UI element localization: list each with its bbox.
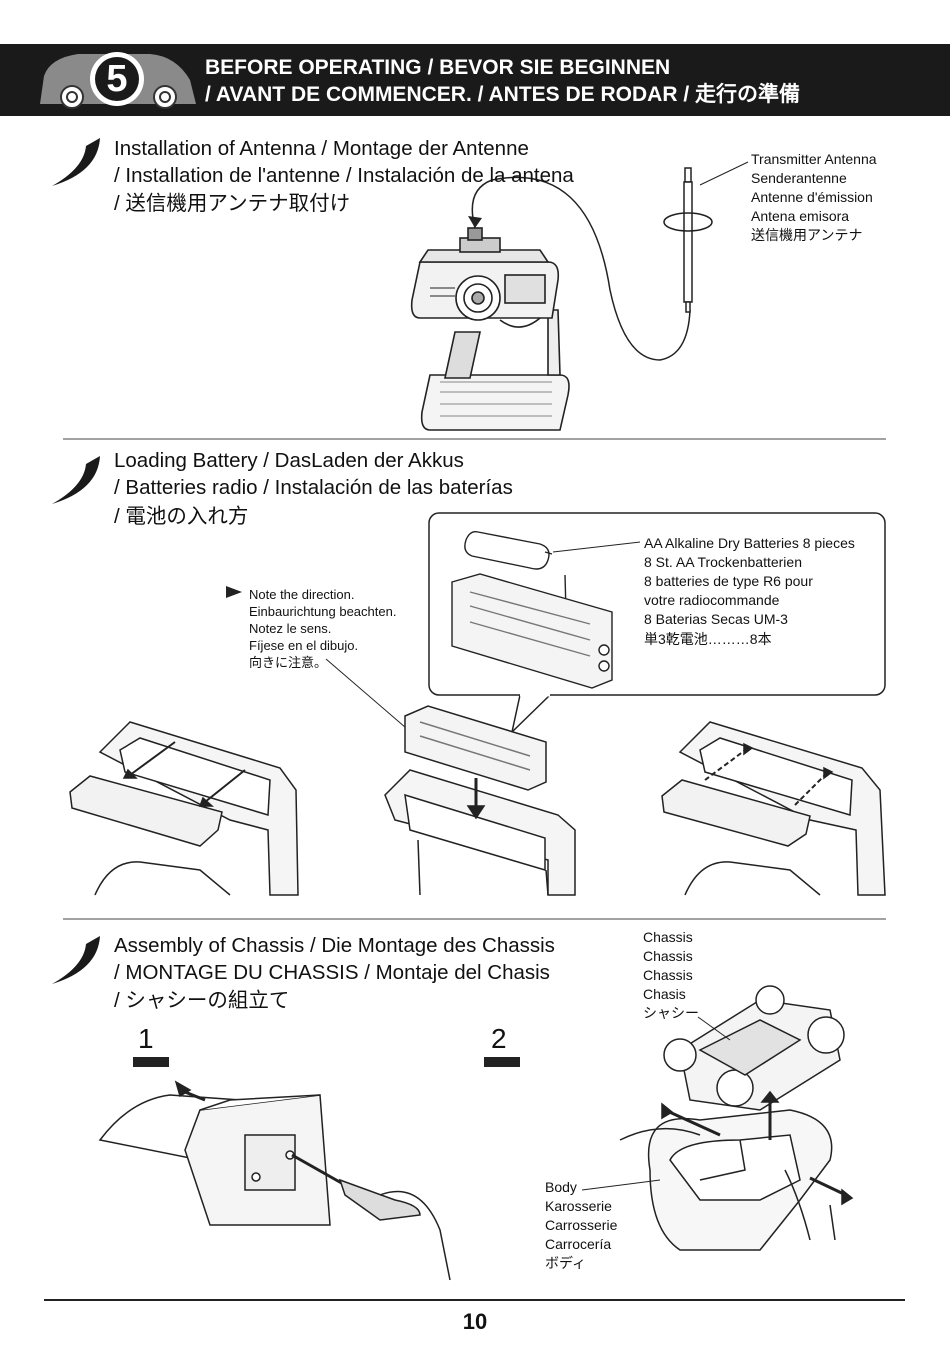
chassis-title-line-3: / シャシーの組立て [114, 989, 290, 1012]
body-label-line-2: Karosserie [545, 1198, 612, 1214]
battery-step-views [69, 705, 886, 896]
battery-note-line-2: Einbaurichtung beachten. [249, 604, 397, 619]
page-number: 10 [462, 1309, 488, 1334]
header-title-line-1: BEFORE OPERATING / BEVOR SIE BEGINNEN [205, 56, 671, 79]
body-label-line-5: ボディ [545, 1255, 587, 1271]
antenna-label-line-2: Senderantenne [751, 170, 847, 186]
antenna-label-line-3: Antenne d'émission [751, 189, 873, 205]
chassis-label-line-3: Chassis [643, 967, 693, 983]
battery-callout-line-3: 8 batteries de type R6 pour [644, 573, 813, 589]
transmitter-illustration [410, 227, 570, 431]
antenna-title-line-2: / Installation de l'antenne / Instalació… [114, 164, 574, 187]
antenna-title-line-3: / 送信機用アンテナ取付け [114, 192, 351, 215]
chassis-title-line-1: Assembly of Chassis / Die Montage des Ch… [114, 934, 555, 957]
battery-callout-line-1: AA Alkaline Dry Batteries 8 pieces [644, 535, 855, 551]
antenna-label-line-1: Transmitter Antenna [751, 151, 877, 167]
antenna-rod [663, 167, 713, 313]
battery-callout-line-6: 単3乾電池………8本 [644, 631, 772, 647]
antenna-label-line-5: 送信機用アンテナ [751, 227, 863, 243]
body-label-line-1: Body [545, 1179, 577, 1195]
note-pointer-icon [226, 586, 242, 598]
section-marker-icon [52, 936, 100, 984]
chassis-step2-illustration [619, 985, 854, 1251]
battery-callout-line-5: 8 Baterias Secas UM-3 [644, 611, 788, 627]
chassis-label-line-4: Chasis [643, 986, 686, 1002]
step-number-badge: 5 [106, 58, 128, 100]
battery-title-line-3: / 電池の入れ方 [114, 505, 249, 528]
step-number-1: 1 [138, 1023, 154, 1054]
battery-title-line-2: / Batteries radio / Instalación de las b… [114, 476, 513, 499]
step-number-2: 2 [491, 1023, 507, 1054]
battery-note-line-1: Note the direction. [249, 587, 355, 602]
chassis-label-line-5: シャシー [643, 1005, 699, 1021]
section-marker-icon [52, 456, 100, 504]
battery-note-line-3: Notez le sens. [249, 621, 332, 636]
step-bar-icon [133, 1057, 520, 1067]
antenna-insertion-arrow-line [471, 176, 691, 361]
battery-note-line-5: 向きに注意。 [249, 655, 328, 670]
section-marker-icon [52, 138, 100, 186]
battery-illustration [451, 530, 613, 689]
body-label-line-3: Carrosserie [545, 1217, 618, 1233]
battery-callout-line-2: 8 St. AA Trockenbatterien [644, 554, 802, 570]
chassis-label-line-1: Chassis [643, 929, 693, 945]
battery-title-line-1: Loading Battery / DasLaden der Akkus [114, 449, 464, 472]
chassis-step1-illustration [98, 1080, 451, 1281]
battery-callout-line-4: votre radiocommande [644, 592, 780, 608]
header-title-line-2: / AVANT DE COMMENCER. / ANTES DE RODAR /… [205, 83, 801, 106]
body-label-line-4: Carrocería [545, 1236, 612, 1252]
antenna-label-line-4: Antena emisora [751, 208, 850, 224]
chassis-title-line-2: / MONTAGE DU CHASSIS / Montaje del Chasi… [114, 961, 550, 984]
battery-note-line-4: Fíjese en el dibujo. [249, 638, 359, 653]
chassis-label-line-2: Chassis [643, 948, 693, 964]
antenna-title-line-1: Installation of Antenna / Montage der An… [114, 137, 529, 160]
